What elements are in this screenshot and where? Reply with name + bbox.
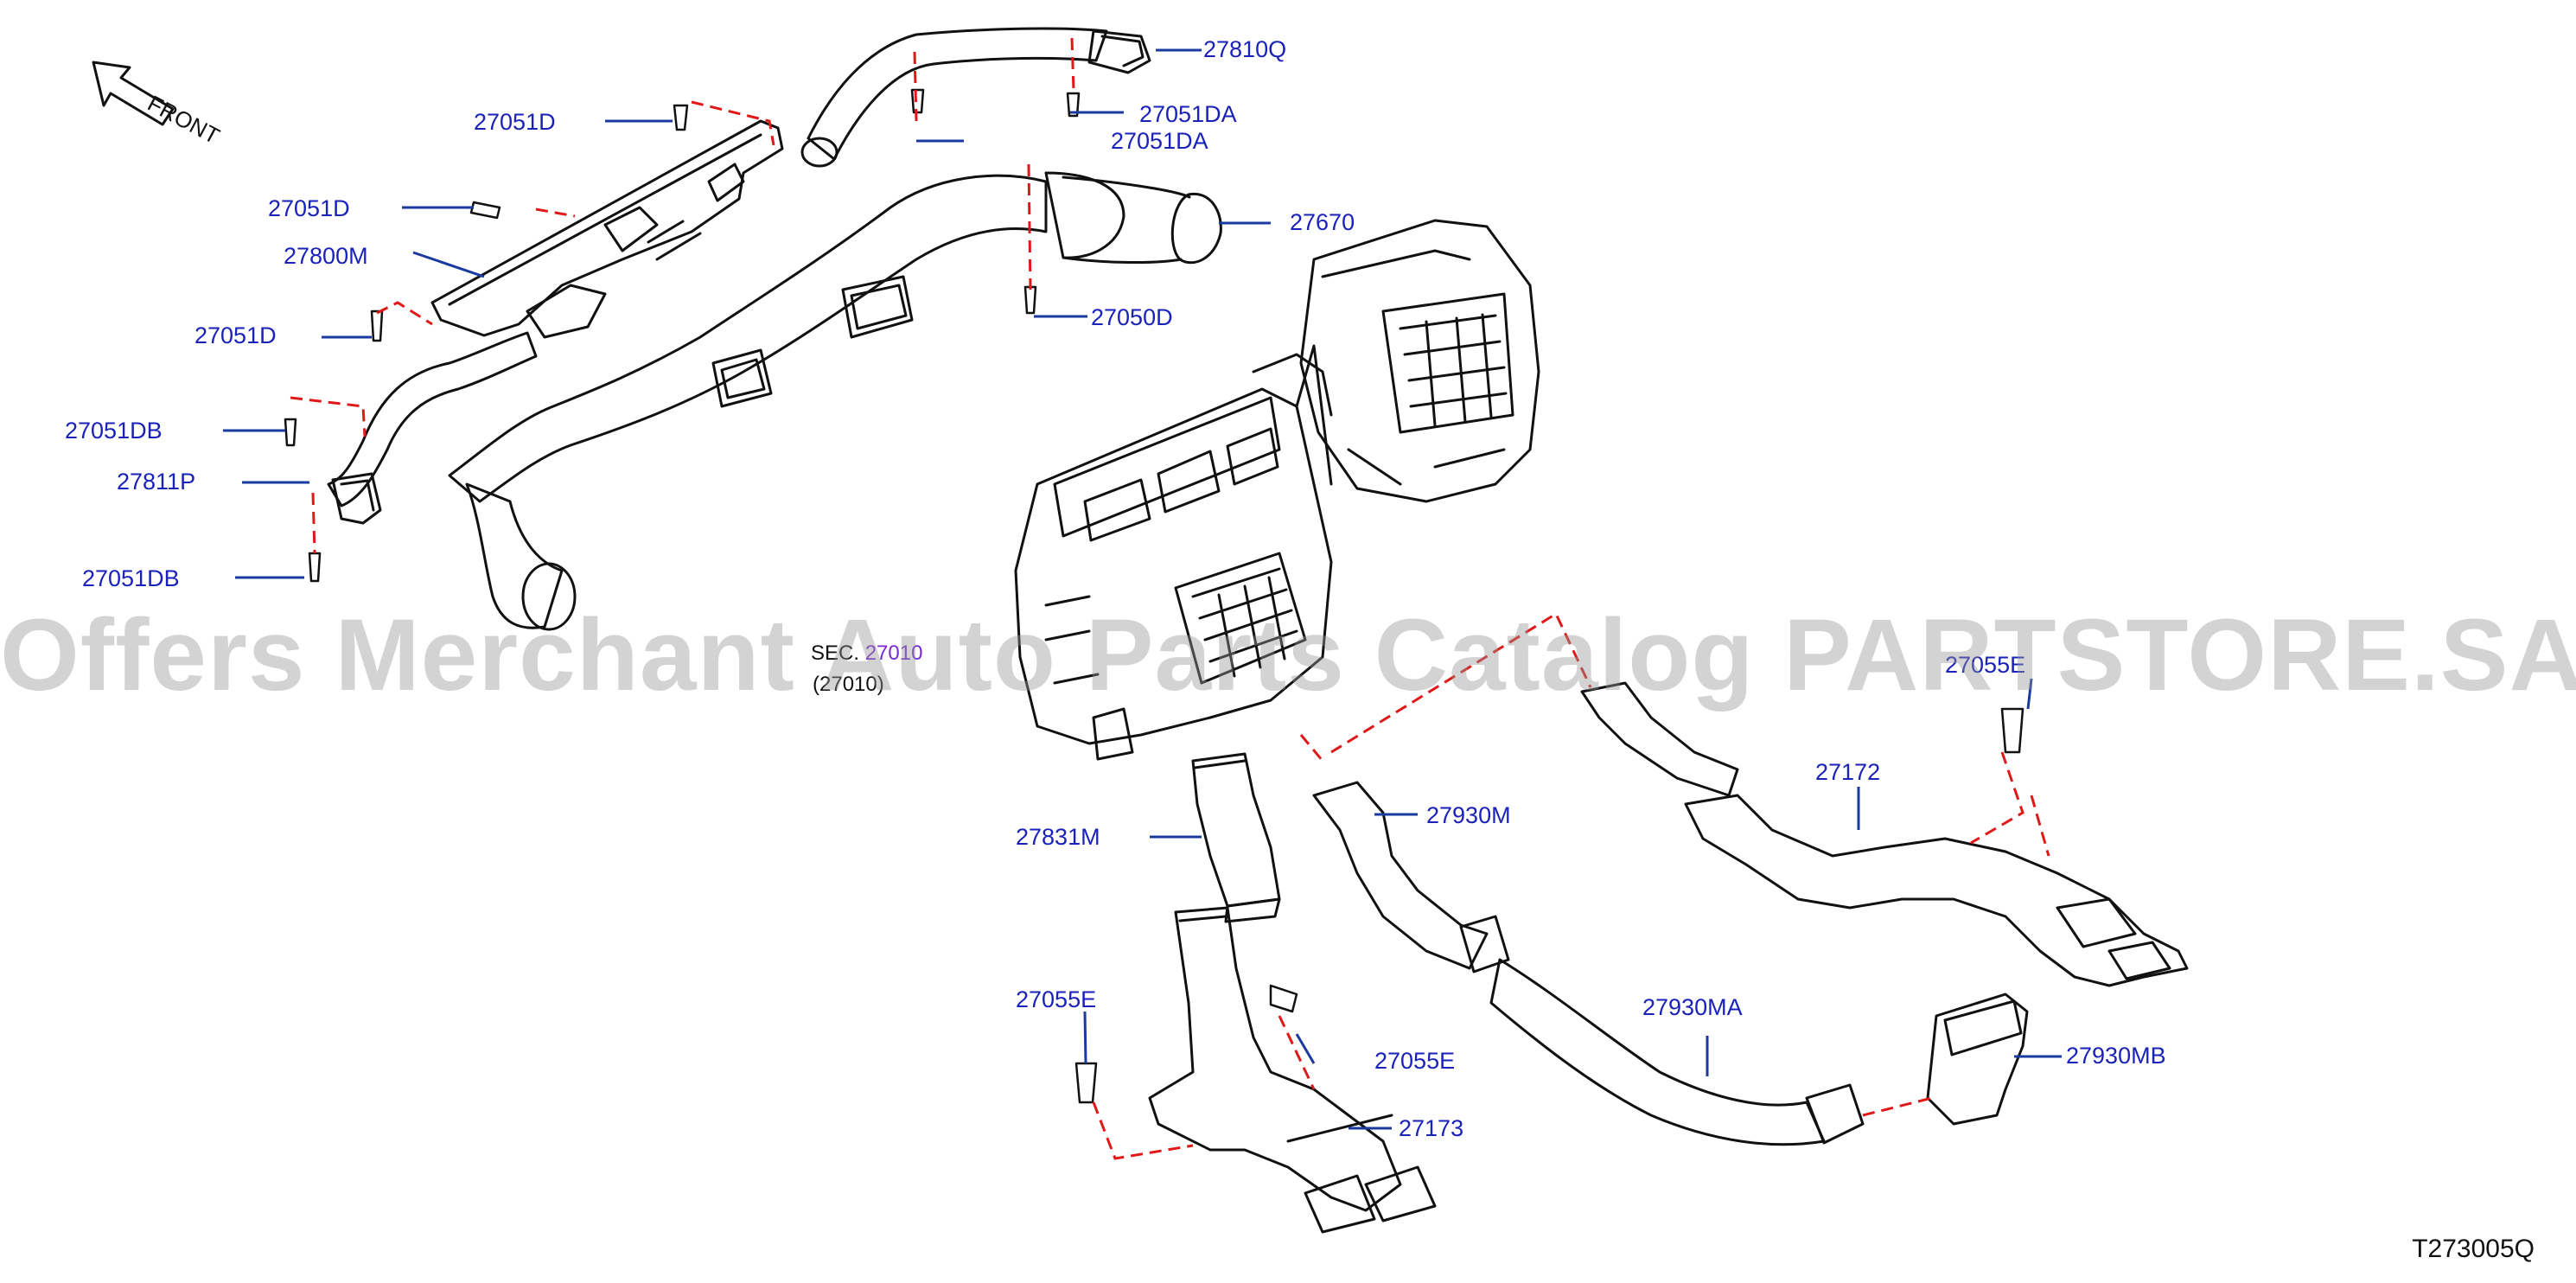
callout-27670[interactable]: 27670 bbox=[1290, 209, 1355, 235]
callout-27055E-center[interactable]: 27055E bbox=[1374, 1048, 1456, 1074]
callout-27930MB[interactable]: 27930MB bbox=[2066, 1043, 2166, 1069]
alignment-lines bbox=[290, 37, 2050, 1160]
duct-27172 bbox=[1580, 681, 2189, 987]
sec-label: SEC. 27010 bbox=[811, 642, 923, 665]
duct-27930MB bbox=[1926, 993, 2029, 1126]
callout-27051D-middle[interactable]: 27051D bbox=[268, 195, 350, 221]
callout-27051DA-upper[interactable]: 27051DA bbox=[1139, 101, 1237, 127]
duct-27930MA bbox=[1489, 958, 1865, 1146]
callout-27831M[interactable]: 27831M bbox=[1016, 824, 1100, 850]
diagram-id: T273005Q bbox=[2412, 1235, 2535, 1263]
duct-27810Q bbox=[800, 27, 1151, 168]
callout-27055E-left[interactable]: 27055E bbox=[1016, 986, 1097, 1012]
duct-27670 bbox=[448, 171, 1222, 631]
leader-lines bbox=[223, 48, 2062, 1130]
screw-icons bbox=[284, 88, 2024, 1104]
callout-27173[interactable]: 27173 bbox=[1399, 1115, 1464, 1141]
front-arrow-icon bbox=[92, 61, 175, 126]
callout-27930M[interactable]: 27930M bbox=[1426, 802, 1511, 828]
duct-27930M bbox=[1312, 781, 1510, 973]
duct-27831M bbox=[1191, 752, 1281, 923]
callout-27810Q[interactable]: 27810Q bbox=[1203, 36, 1287, 62]
callout-27930MA[interactable]: 27930MA bbox=[1642, 994, 1743, 1020]
callout-27051DB-upper[interactable]: 27051DB bbox=[65, 418, 163, 444]
bracket-27800M bbox=[430, 119, 784, 339]
heater-unit bbox=[1299, 219, 1540, 503]
callout-27800M[interactable]: 27800M bbox=[284, 243, 368, 269]
duct-27811P bbox=[327, 331, 538, 525]
callout-27051D-lower[interactable]: 27051D bbox=[194, 322, 277, 348]
sec-ref-number[interactable]: 27010 bbox=[864, 642, 923, 665]
duct-27173 bbox=[1148, 906, 1437, 1234]
hvac-case bbox=[1014, 344, 1333, 761]
callout-27051DA-lower[interactable]: 27051DA bbox=[1111, 128, 1208, 154]
callout-27811P[interactable]: 27811P bbox=[117, 469, 196, 495]
callout-27172[interactable]: 27172 bbox=[1815, 759, 1881, 785]
callout-27051DB-lower[interactable]: 27051DB bbox=[82, 565, 180, 591]
callout-27050D[interactable]: 27050D bbox=[1091, 304, 1173, 330]
sec-ref-paren: (27010) bbox=[813, 673, 884, 696]
callout-27051D-top[interactable]: 27051D bbox=[474, 109, 556, 135]
callout-27055E-right[interactable]: 27055E bbox=[1945, 652, 2026, 678]
